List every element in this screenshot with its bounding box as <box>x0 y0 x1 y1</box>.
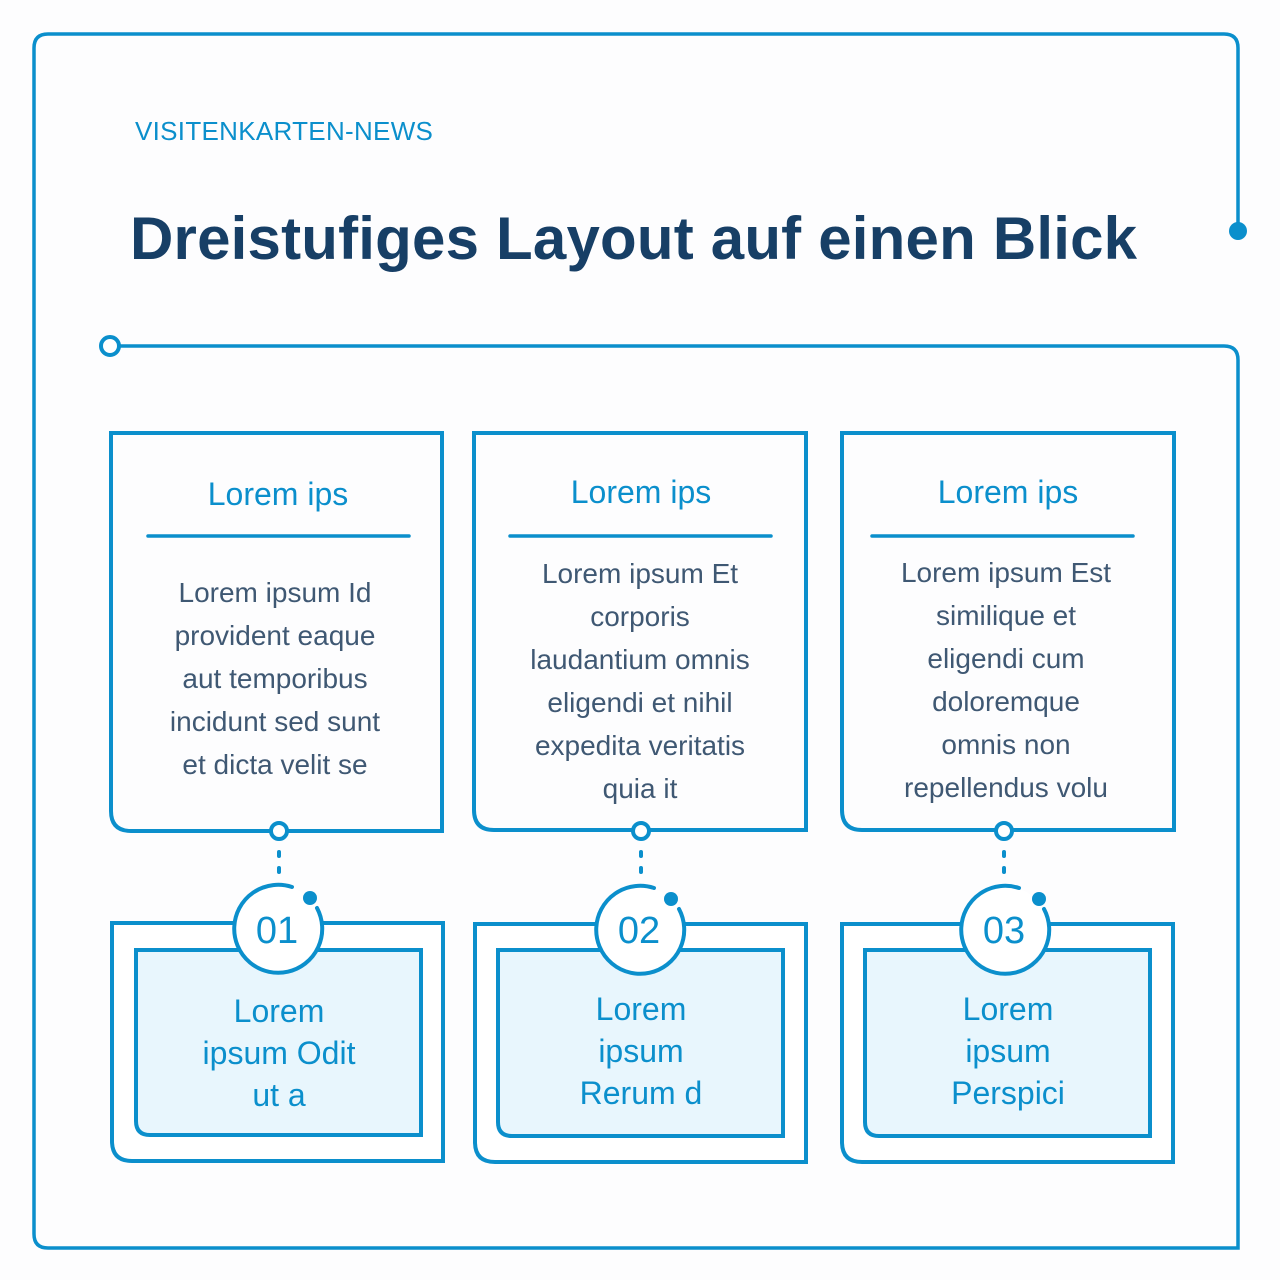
card-3-heading: Lorem ips <box>937 474 1079 510</box>
card-2-heading: Lorem ips <box>570 474 712 510</box>
card-3-body-line: doloremque <box>932 686 1080 717</box>
card-2-body: Lorem ipsum Et corporis laudantium omnis… <box>473 552 807 810</box>
card-1-frame <box>109 431 444 880</box>
page-title: Dreistufiges Layout auf einen Blick <box>130 205 1138 272</box>
card-2-body-line: expedita veritatis <box>534 730 746 761</box>
card-2-frame <box>472 431 808 880</box>
step-2-text: Lorem ipsum Rerum d <box>499 988 783 1114</box>
step-3-text-line: Perspici <box>951 1075 1065 1111</box>
step-1-text-line: ipsum Odit <box>202 1035 356 1071</box>
card-3-body-line: Lorem ipsum Est <box>900 557 1112 588</box>
step-2-text-line: Lorem <box>595 991 687 1027</box>
step-3-frame <box>840 883 1175 1164</box>
card-1-body-line: aut temporibus <box>182 663 368 694</box>
card-2-body-line: Lorem ipsum Et <box>541 558 739 589</box>
card-2-body-line: corporis <box>590 601 690 632</box>
step-2-number-badge: 02 <box>617 910 661 952</box>
step-2-text-line: Rerum d <box>579 1075 703 1111</box>
step-3-number-badge: 03 <box>982 910 1026 952</box>
kicker-label: VISITENKARTEN-NEWS <box>135 116 434 146</box>
step-1-text: Lorem ipsum Odit ut a <box>137 990 421 1116</box>
card-3-frame <box>840 431 1176 880</box>
step-3-text-line: Lorem <box>962 991 1054 1027</box>
frame-end-dot-icon <box>1229 222 1247 240</box>
card-2-body-line: laudantium omnis <box>530 644 750 675</box>
step-1-number-badge: 01 <box>255 910 299 952</box>
card-3-body-line: omnis non <box>941 729 1071 760</box>
card-1-body-line: Lorem ipsum Id <box>178 577 372 608</box>
step-1-text-line: ut a <box>252 1077 306 1113</box>
card-1-body: Lorem ipsum Id provident eaque aut tempo… <box>108 571 442 786</box>
step-1-frame <box>110 882 445 1163</box>
step-3-text: Lorem ipsum Perspici <box>866 988 1150 1114</box>
card-1-body-line: provident eaque <box>174 620 376 651</box>
card-1-body-line: et dicta velit se <box>182 749 368 780</box>
card-1-heading: Lorem ips <box>207 476 349 512</box>
card-2-body-line: quia it <box>602 773 678 804</box>
card-1-body-line: incidunt sed sunt <box>169 706 381 737</box>
card-3-body-line: similique et <box>935 600 1077 631</box>
step-3-text-line: ipsum <box>965 1033 1051 1069</box>
card-3-body: Lorem ipsum Est similique et eligendi cu… <box>839 551 1173 809</box>
card-3-body-line: repellendus volu <box>904 772 1108 803</box>
outer-frame-line <box>32 32 1240 1250</box>
frame-start-ring-icon <box>99 335 121 357</box>
card-2-body-line: eligendi et nihil <box>547 687 733 718</box>
step-2-text-line: ipsum <box>598 1033 684 1069</box>
step-2-frame <box>473 883 808 1164</box>
card-3-body-line: eligendi cum <box>927 643 1085 674</box>
step-1-text-line: Lorem <box>233 993 325 1029</box>
